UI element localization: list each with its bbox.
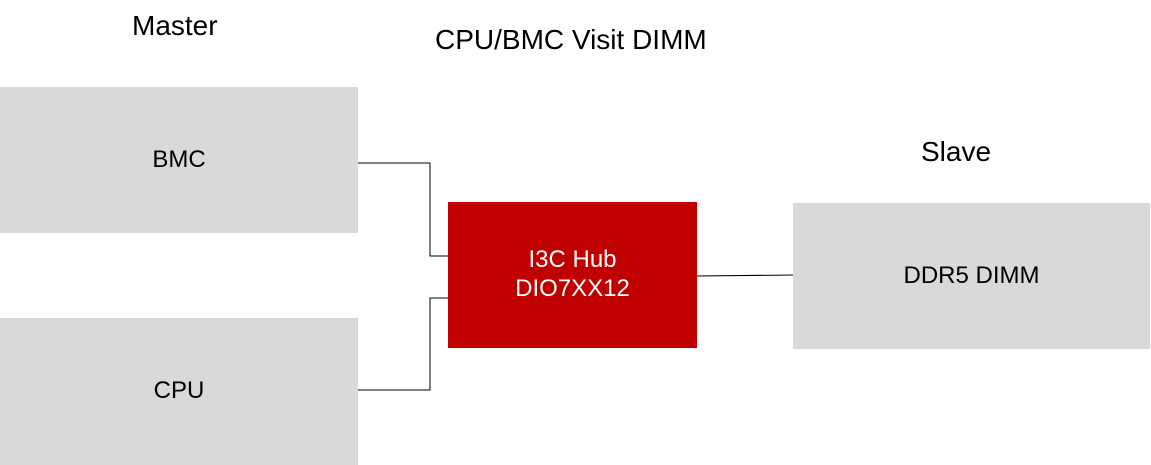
slave-label: Slave xyxy=(921,136,992,167)
bmc-to-hub-connector xyxy=(358,162,448,257)
i3c-hub-part-number: DIO7XX12 xyxy=(515,275,630,302)
diagram-title: CPU/BMC Visit DIMM xyxy=(435,24,707,55)
bmc-node-label: BMC xyxy=(152,145,206,173)
bmc-node: BMC xyxy=(0,87,358,233)
i3c-hub-label: I3C Hub xyxy=(528,246,617,274)
master-label: Master xyxy=(132,10,218,41)
i3c-hub-node: I3C Hub DIO7XX12 xyxy=(448,202,697,348)
ddr5-dimm-label: DDR5 DIMM xyxy=(903,261,1040,289)
cpu-node-label: CPU xyxy=(153,377,205,405)
hub-to-dimm-connector xyxy=(696,274,794,277)
cpu-node: CPU xyxy=(0,318,358,465)
cpu-to-hub-connector xyxy=(358,297,448,391)
ddr5-dimm-node: DDR5 DIMM xyxy=(793,203,1150,349)
